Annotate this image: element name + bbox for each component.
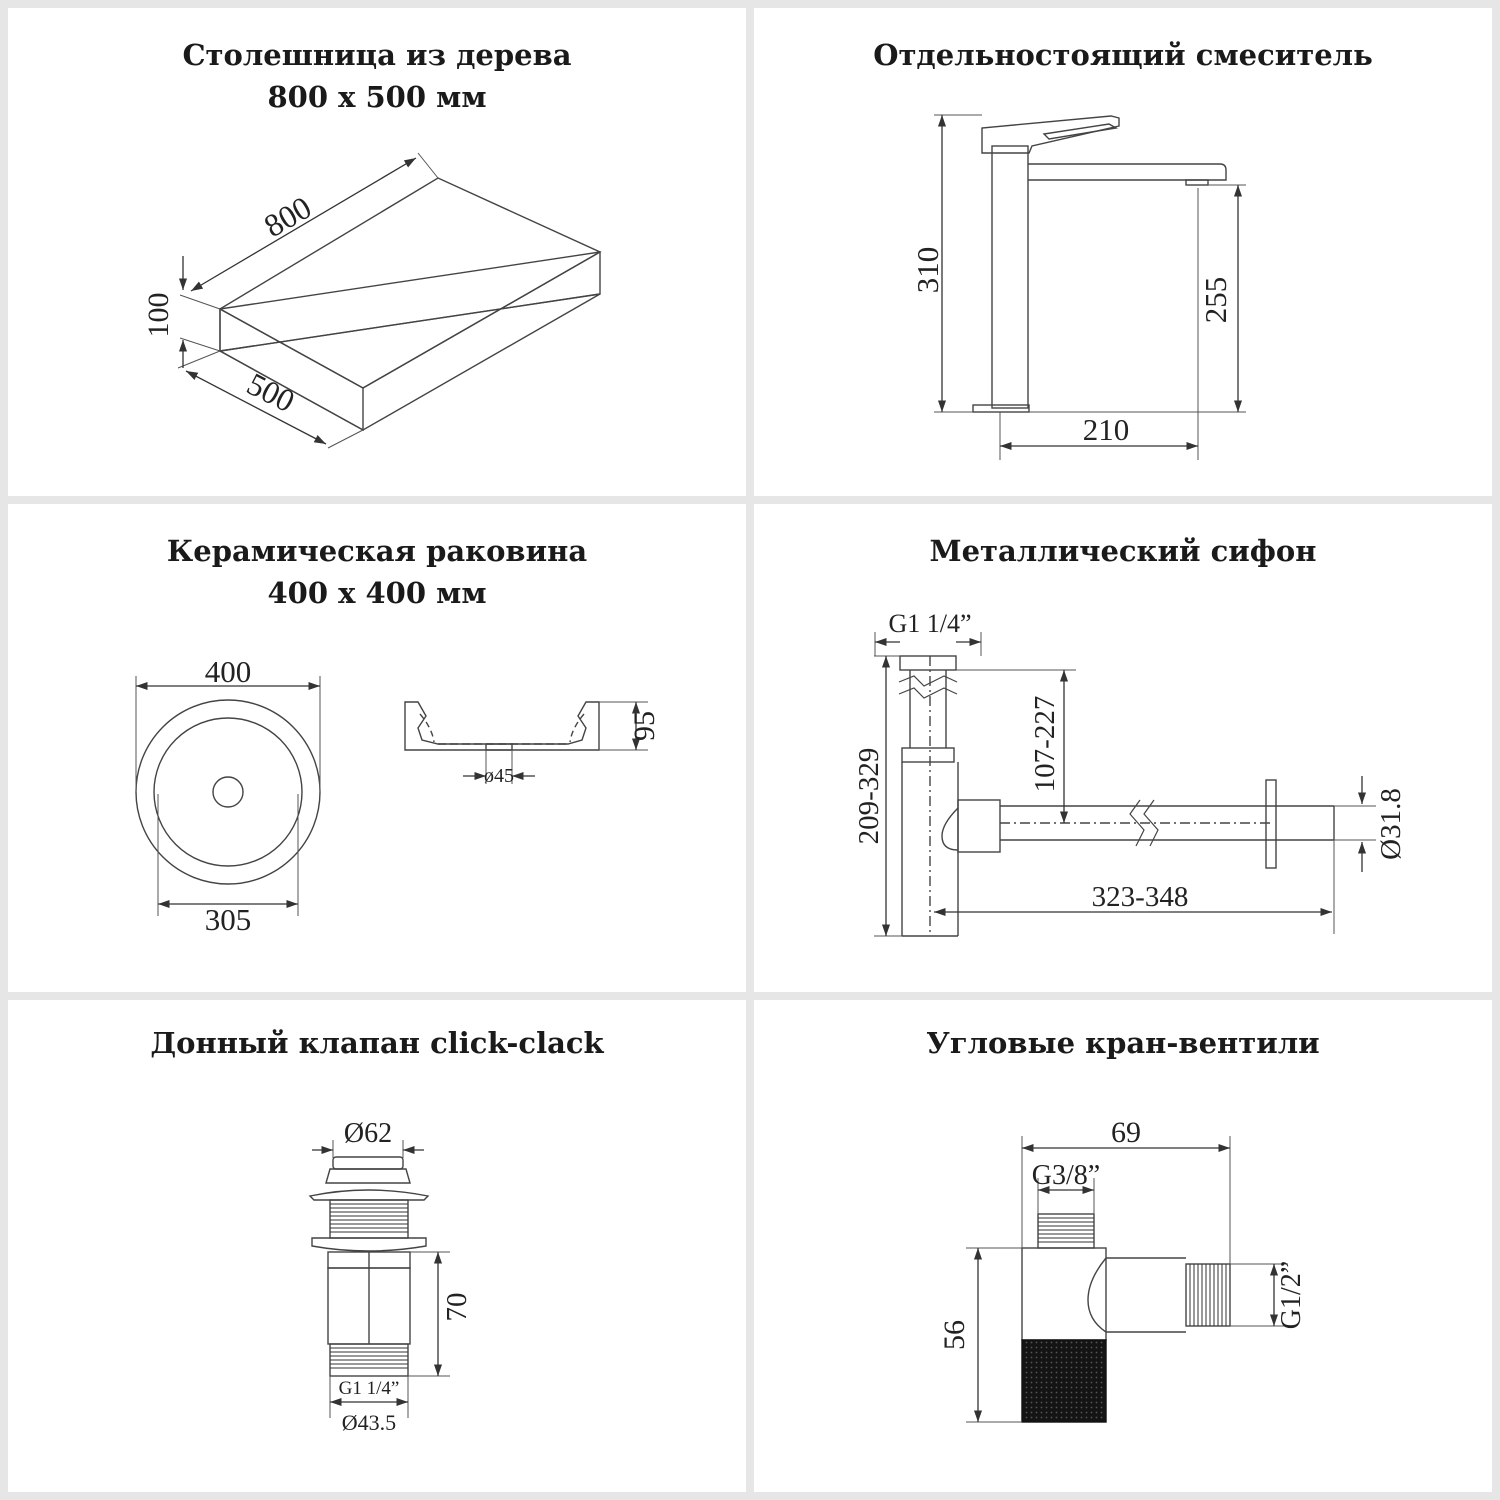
valve-thread-label: G1 1/4” bbox=[339, 1378, 400, 1399]
sink-title-line1: Керамическая раковина bbox=[166, 534, 588, 568]
panel-countertop: Столешница из дерева 800 x 500 мм 800 10… bbox=[8, 8, 746, 496]
countertop-title-line1: Столешница из дерева bbox=[182, 38, 572, 72]
faucet-reach-label: 210 bbox=[1083, 412, 1130, 447]
sink-drain-label: ø45 bbox=[484, 765, 514, 787]
angle-valve-title: Угловые кран-вентили bbox=[926, 1026, 1320, 1060]
panel-faucet: Отдельностоящий смеситель 310 255 210 bbox=[754, 8, 1492, 496]
countertop-drawing: 800 100 500 bbox=[142, 152, 602, 449]
countertop-length-label: 800 bbox=[258, 189, 318, 244]
sink-title: Керамическая раковина 400 x 400 мм bbox=[8, 530, 746, 614]
siphon-height-range-label: 209-329 bbox=[853, 748, 885, 845]
siphon-inlet-range-label: 107-227 bbox=[1029, 696, 1061, 793]
panel-valve: Донный клапан click-clack bbox=[8, 1000, 746, 1492]
valve-cap-diameter-label: Ø62 bbox=[344, 1118, 392, 1149]
siphon-title: Металлический сифон bbox=[929, 534, 1317, 568]
angle-valve-top-thread-label: G3/8” bbox=[1032, 1160, 1100, 1191]
panel-angle-valve: Угловые кран-вентили bbox=[754, 1000, 1492, 1492]
countertop-depth-label: 500 bbox=[241, 365, 300, 419]
angle-valve-side-thread-label: G1/2” bbox=[1276, 1261, 1307, 1329]
faucet-spout-height-label: 255 bbox=[1198, 277, 1233, 324]
countertop-thickness-label: 100 bbox=[142, 293, 175, 338]
countertop-title-line2: 800 x 500 мм bbox=[267, 80, 487, 114]
sink-depth-label: 95 bbox=[628, 711, 661, 741]
faucet-drawing: 310 255 210 bbox=[910, 114, 1246, 460]
angle-valve-drawing: 69 G3/8” 56 G1/2” bbox=[938, 1116, 1307, 1423]
sink-drawing: 400 305 95 ø45 bbox=[135, 654, 661, 937]
sink-bottom-label: 305 bbox=[205, 902, 252, 937]
valve-title: Донный клапан click-clack bbox=[150, 1026, 604, 1060]
countertop-title: Столешница из дерева 800 x 500 мм bbox=[8, 34, 746, 118]
siphon-thread-label: G1 1/4” bbox=[888, 609, 971, 638]
knurled-handle bbox=[1021, 1339, 1107, 1423]
siphon-length-range-label: 323-348 bbox=[1092, 881, 1189, 913]
siphon-drawing: G1 1/4” 209-329 107-227 323-348 Ø31.8 bbox=[853, 609, 1407, 937]
angle-valve-height-label: 56 bbox=[938, 1320, 971, 1350]
faucet-height-label: 310 bbox=[910, 247, 945, 294]
angle-valve-length-label: 69 bbox=[1111, 1116, 1141, 1149]
sink-outer-label: 400 bbox=[205, 654, 252, 689]
siphon-pipe-diameter-label: Ø31.8 bbox=[1375, 788, 1407, 860]
valve-body-diameter-label: Ø43.5 bbox=[342, 1410, 396, 1435]
valve-height-label: 70 bbox=[441, 1293, 473, 1322]
faucet-title: Отдельностоящий смеситель bbox=[873, 38, 1373, 72]
panel-sink: Керамическая раковина 400 x 400 мм 400 3… bbox=[8, 504, 746, 992]
panel-siphon: Металлический сифон bbox=[754, 504, 1492, 992]
valve-drawing: Ø62 70 G1 1/4” Ø43.5 bbox=[308, 1118, 473, 1435]
sink-title-line2: 400 x 400 мм bbox=[267, 576, 487, 610]
